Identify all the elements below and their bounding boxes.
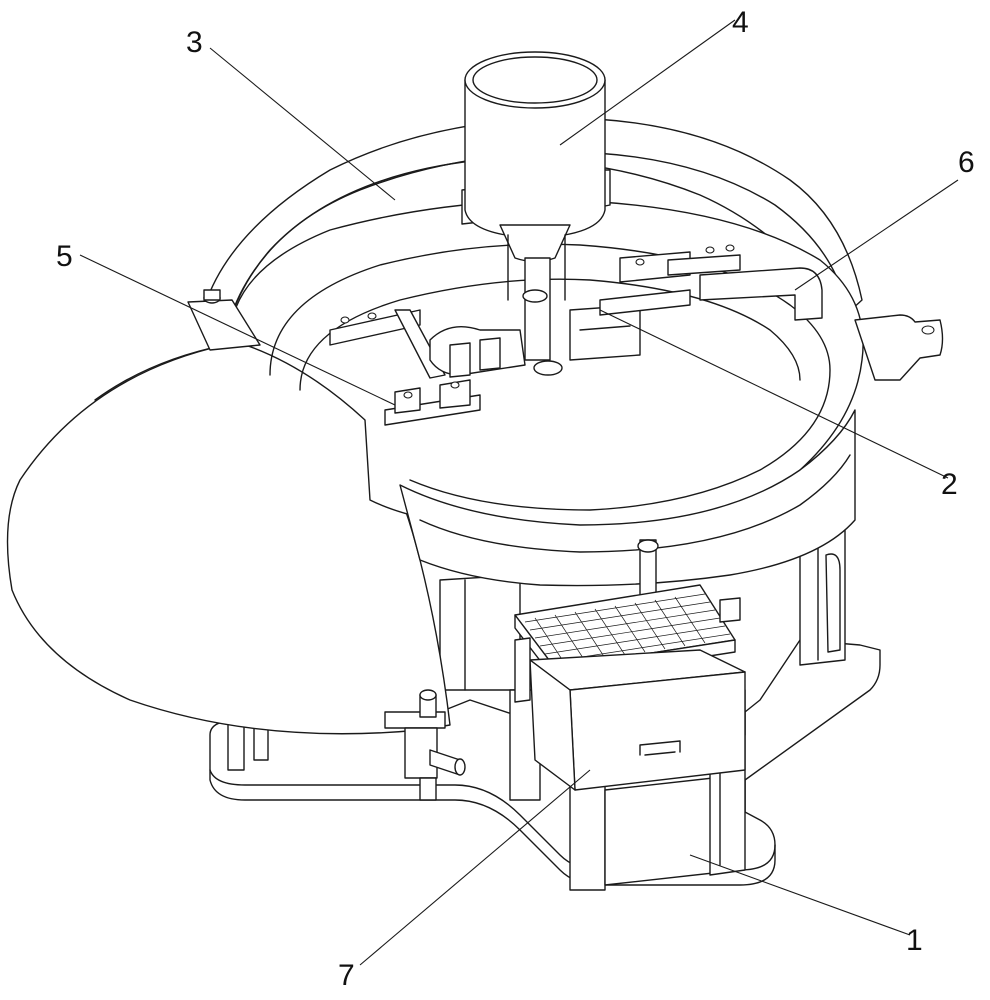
leader-lines — [79, 19, 959, 966]
inner-clamp-assembly — [329, 244, 823, 426]
screen-drawer — [514, 539, 746, 791]
callout-label-5: 5 — [56, 240, 73, 273]
feed-hopper — [461, 51, 611, 361]
callout-labels: 1 2 3 4 5 6 7 — [56, 6, 975, 992]
support-legs — [227, 529, 846, 771]
leader-4 — [559, 19, 736, 146]
callout-label-4: 4 — [732, 6, 749, 39]
callout-label-1: 1 — [906, 924, 923, 957]
callout-label-7: 7 — [338, 959, 355, 992]
leader-7 — [359, 769, 591, 966]
leader-1 — [689, 854, 911, 936]
leader-6 — [794, 179, 959, 291]
callout-label-2: 2 — [941, 468, 958, 501]
leader-2 — [599, 309, 949, 479]
adjusting-knob — [384, 689, 466, 801]
leader-5 — [79, 254, 396, 406]
callout-label-3: 3 — [186, 26, 203, 59]
leader-3 — [209, 47, 396, 201]
callout-label-6: 6 — [958, 146, 975, 179]
